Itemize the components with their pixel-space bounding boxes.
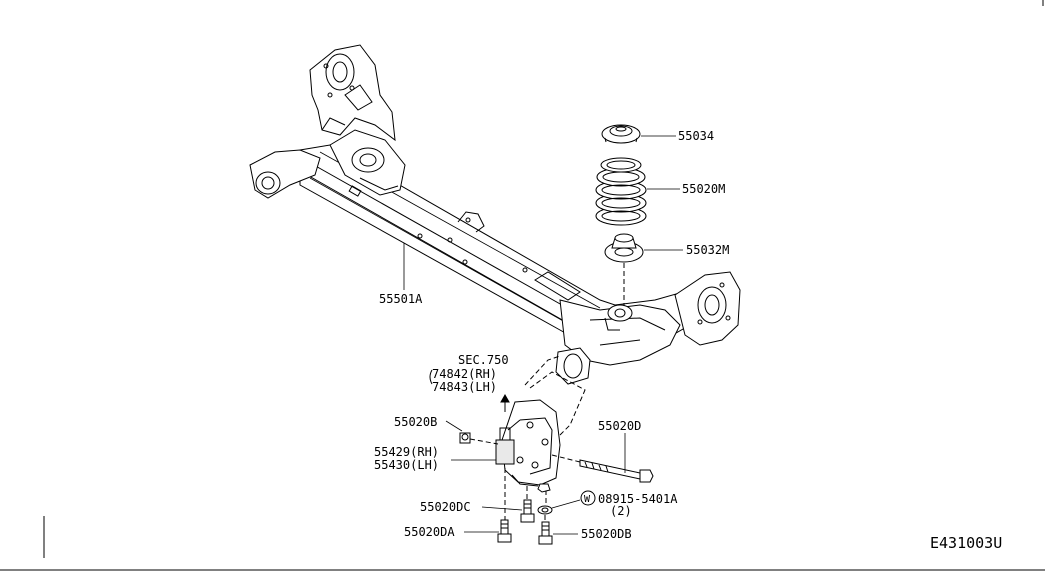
label-axle-beam: 55501A bbox=[379, 292, 423, 306]
svg-text:W: W bbox=[584, 494, 591, 505]
spring-upper-seat-drawing bbox=[601, 124, 641, 144]
washer-drawing bbox=[537, 505, 553, 515]
small-nut-drawing bbox=[537, 483, 551, 493]
section-ref-sec: SEC.750 bbox=[458, 353, 509, 367]
label-coil-spring: 55020M bbox=[682, 182, 725, 196]
label-washer: 08915-5401A bbox=[598, 492, 678, 506]
label-nut: 55020B bbox=[394, 415, 437, 429]
label-bolt-db: 55020DB bbox=[581, 527, 632, 541]
section-ref-rh: 74842(RH) bbox=[432, 367, 497, 381]
figure-code: E431003U bbox=[930, 534, 1002, 552]
bolt-dc-drawing bbox=[520, 499, 535, 523]
label-spring-lower-seat: 55032M bbox=[686, 243, 729, 257]
label-through-bolt: 55020D bbox=[598, 419, 641, 433]
bolt-db-drawing bbox=[538, 521, 553, 545]
front-arrow-icon bbox=[500, 393, 510, 412]
sec-ref-dashed-link bbox=[524, 355, 561, 386]
nut-drawing bbox=[459, 432, 471, 444]
label-bolt-da: 55020DA bbox=[404, 525, 455, 539]
section-ref-lh: 74843(LH) bbox=[432, 380, 497, 394]
label-bracket-lh: 55430(LH) bbox=[374, 458, 439, 472]
through-bolt-drawing bbox=[551, 454, 654, 483]
bolt-da-drawing bbox=[497, 519, 512, 543]
label-washer-qty: (2) bbox=[610, 504, 632, 518]
coil-spring-drawing bbox=[595, 157, 647, 226]
label-bracket-rh: 55429(RH) bbox=[374, 445, 439, 459]
label-spring-upper-seat: 55034 bbox=[678, 129, 714, 143]
rear-axle-beam-drawing bbox=[249, 44, 741, 385]
label-bolt-dc: 55020DC bbox=[420, 500, 471, 514]
bracket-drawing bbox=[495, 399, 561, 487]
section-ref-bracket-left bbox=[429, 369, 433, 385]
washer-symbol-icon: W bbox=[580, 490, 596, 506]
spring-lower-seat-drawing bbox=[604, 233, 644, 263]
